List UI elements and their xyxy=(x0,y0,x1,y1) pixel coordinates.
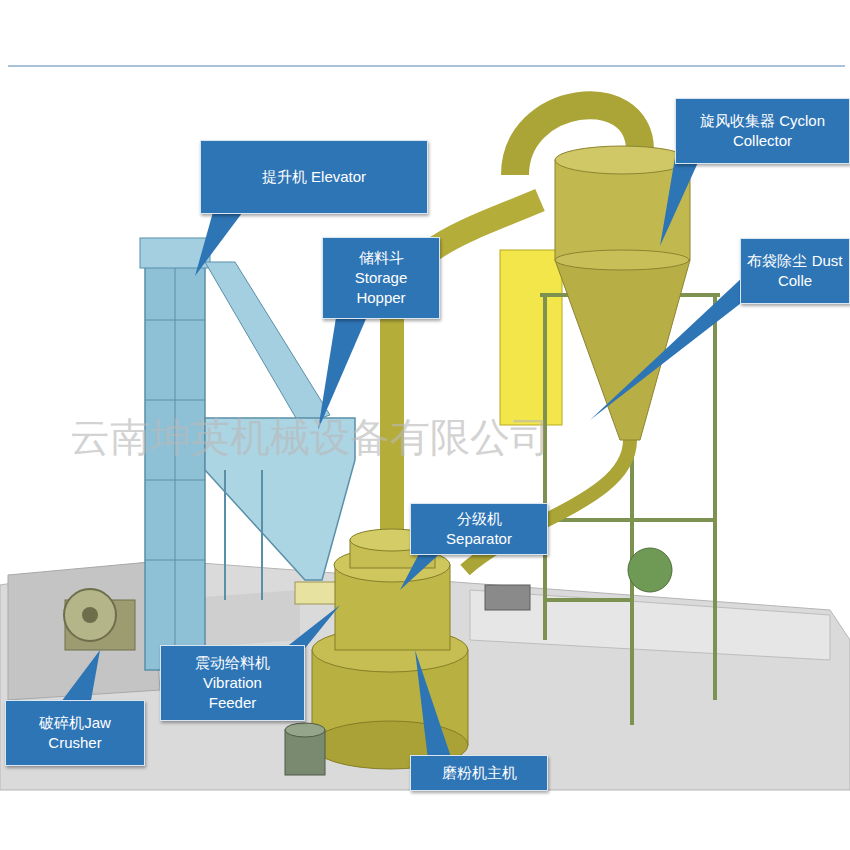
blower-fan xyxy=(628,548,672,592)
callout-text: 旋风收集器 Cyclon Collector xyxy=(682,111,843,152)
callout-box: 破碎机Jaw Crusher xyxy=(5,700,145,766)
callout-text: 破碎机Jaw Crusher xyxy=(21,713,129,754)
crusher-hub xyxy=(82,607,98,623)
callout-tails xyxy=(58,140,745,760)
cyclone-top xyxy=(555,146,689,174)
callout-box: 提升机 Elevator xyxy=(200,140,428,214)
callout-box: 分级机 Separator xyxy=(410,503,548,555)
elevator-chute xyxy=(205,262,330,425)
top-rule xyxy=(8,65,845,67)
callout-box: 磨粉机主机 xyxy=(410,755,548,791)
separator-motor xyxy=(485,585,530,610)
callout-text: 磨粉机主机 xyxy=(442,763,517,783)
callout-box: 旋风收集器 Cyclon Collector xyxy=(675,98,850,164)
callout-text: 震动给料机 Vibration Feeder xyxy=(179,653,286,714)
bag-filter xyxy=(500,250,562,425)
callout-text: 提升机 Elevator xyxy=(262,167,366,187)
callout-text: 分级机 Separator xyxy=(431,509,527,550)
callout-box: 震动给料机 Vibration Feeder xyxy=(160,645,305,721)
callout-text: 储料斗 Storage Hopper xyxy=(331,248,431,309)
callout-box: 布袋除尘 Dust Colle xyxy=(740,238,850,304)
callout-box: 储料斗 Storage Hopper xyxy=(322,237,440,319)
vibration-feeder xyxy=(295,582,340,604)
floor-slab xyxy=(0,560,850,790)
watermark: 云南坤英机械设备有限公司 xyxy=(70,410,550,465)
crusher-flywheel xyxy=(64,589,116,641)
callout-text: 布袋除尘 Dust Colle xyxy=(747,251,843,292)
